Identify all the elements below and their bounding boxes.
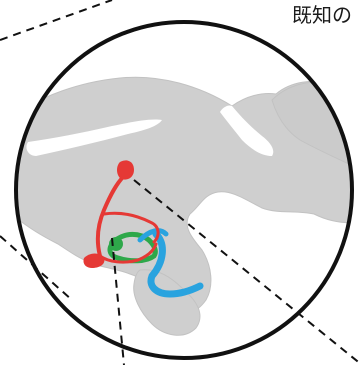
leader-line-top-left bbox=[0, 0, 112, 40]
tract-red-top-node bbox=[117, 160, 134, 179]
caption-text: 既知の bbox=[292, 3, 352, 27]
